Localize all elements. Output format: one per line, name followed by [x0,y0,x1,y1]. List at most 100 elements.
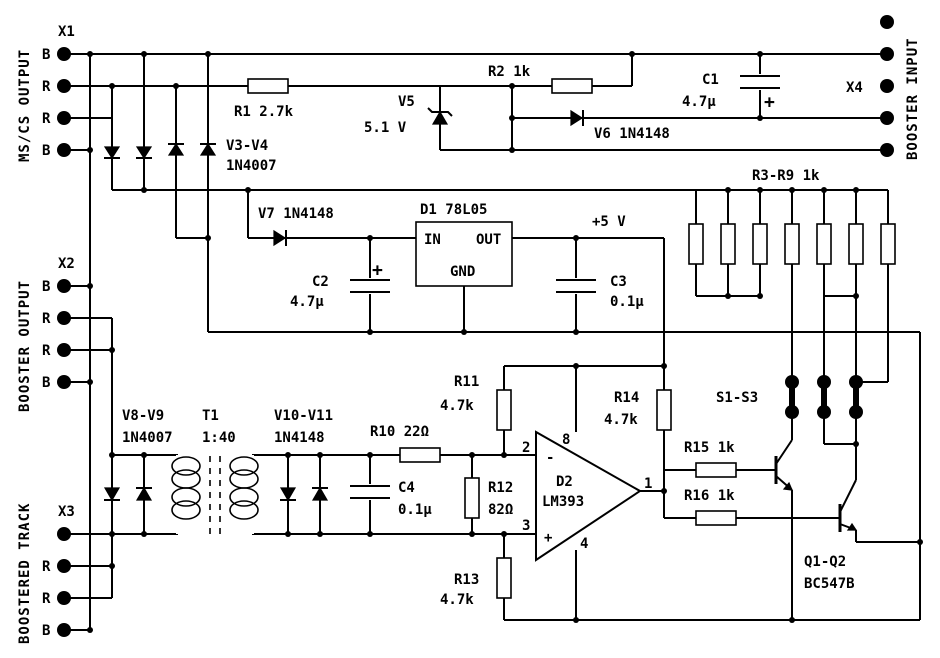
v5-name-label: V5 [398,94,415,110]
r14-value-label: 4.7k [604,412,638,428]
r1-label: R1 2.7k [234,104,294,120]
v10v11-value-label: 1N4148 [274,430,325,446]
connector-x4-pins[interactable] [880,15,894,157]
r2-label: R2 1k [488,64,531,80]
connector-x1-pins[interactable] [57,47,71,157]
d2-minus-label: - [546,450,554,466]
transistor-q1 [774,439,793,491]
x4-name: X4 [846,80,863,96]
diodes-v8-v9 [103,486,153,502]
d2-pin2-label: 2 [522,440,530,456]
r16-label: R16 1k [684,488,735,504]
resistor-r1 [247,78,289,94]
r15-label: R15 1k [684,440,735,456]
c3-value-label: 0.1µ [610,294,644,310]
r13-name-label: R13 [454,572,479,588]
resistor-r12 [464,477,480,519]
x3-side-label: BOOSTERED TRACK [17,503,33,644]
s1s3-label: S1-S3 [716,390,758,406]
wires [64,53,921,631]
x2-pin-3-label: R [42,343,51,359]
diode-v6 [570,109,584,127]
capacitor-c2 [350,278,392,294]
resistor-r16 [695,510,737,526]
labels: X1 B R R B MS/CS OUTPUT X2 B R R B BOOST… [17,24,921,644]
v7-label: V7 1N4148 [258,206,334,222]
c4-name-label: C4 [398,480,415,496]
x2-name: X2 [58,256,75,272]
c2-name-label: C2 [312,274,329,290]
x1-pin-1-label: B [42,47,50,63]
zener-v5 [427,107,453,125]
capacitor-c1 [740,74,782,90]
x3-pin-2-label: R [42,591,51,607]
q1q2-value-label: BC547B [804,576,855,592]
d2-pin1-label: 1 [644,476,652,492]
x3-pin-3-label: B [42,623,50,639]
r10-label: R10 22Ω [370,424,429,440]
resistor-array-leads [695,190,889,296]
d2-pin3-label: 3 [522,518,530,534]
x1-pin-2-label: R [42,79,51,95]
transformer-t1 [171,455,259,534]
x1-side-label: MS/CS OUTPUT [17,49,33,162]
r11-name-label: R11 [454,374,479,390]
c4-value-label: 0.1µ [398,502,432,518]
connector-x2-pins[interactable] [57,279,71,389]
v10v11-name-label: V10-V11 [274,408,333,424]
v3v4-value-label: 1N4007 [226,158,277,174]
d1-out-label: OUT [476,232,501,248]
t1-name-label: T1 [202,408,219,424]
d2-pin4-label: 4 [580,536,588,552]
r3r9-label: R3-R9 1k [752,168,820,184]
x4-side-label: BOOSTER INPUT [905,37,921,160]
d2-name-label: D2 [556,474,573,490]
comparator-d2 [535,430,642,562]
x2-side-label: BOOSTER OUTPUT [17,280,33,412]
v3v4-name-label: V3-V4 [226,138,268,154]
resistor-r13 [496,557,512,599]
d2-pin8-label: 8 [562,432,570,448]
d1-label: D1 78L05 [420,202,487,218]
resistor-r10 [399,447,441,463]
c1-value-label: 4.7µ [682,94,716,110]
x3-pin-1-label: R [42,559,51,575]
resistor-r14 [656,389,672,431]
capacitor-c4 [350,484,392,500]
r11-value-label: 4.7k [440,398,474,414]
x3-name: X3 [58,504,75,520]
connector-x3-pins[interactable] [57,527,71,637]
r12-value-label: 82Ω [488,502,513,518]
v8v9-value-label: 1N4007 [122,430,173,446]
c2-value-label: 4.7µ [290,294,324,310]
v8v9-name-label: V8-V9 [122,408,164,424]
diode-v7 [273,229,287,247]
transistor-q2 [838,479,858,532]
d1-in-label: IN [424,232,441,248]
diodes-v10-v11 [279,486,329,502]
x1-name: X1 [58,24,75,40]
supply-label: +5 V [592,214,626,230]
jumpers-s1-s3[interactable] [785,375,863,419]
capacitor-c3 [556,278,598,294]
d1-gnd-label: GND [450,264,475,280]
c2-plus-label: + [372,260,383,281]
x2-pin-2-label: R [42,311,51,327]
r13-value-label: 4.7k [440,592,474,608]
x1-pin-3-label: R [42,111,51,127]
c3-name-label: C3 [610,274,627,290]
x2-pin-4-label: B [42,375,50,391]
d2-plus-label: + [544,530,552,546]
d2-value-label: LM393 [542,494,584,510]
t1-value-label: 1:40 [202,430,236,446]
x2-pin-1-label: B [42,279,50,295]
r14-name-label: R14 [614,390,639,406]
r12-name-label: R12 [488,480,513,496]
c1-plus-label: + [764,92,775,113]
diodes-v1-v4 [103,142,217,160]
resistor-array-r3-r9 [688,223,896,265]
resistor-r11 [496,389,512,431]
resistor-r2 [551,78,593,94]
x1-pin-4-label: B [42,143,50,159]
